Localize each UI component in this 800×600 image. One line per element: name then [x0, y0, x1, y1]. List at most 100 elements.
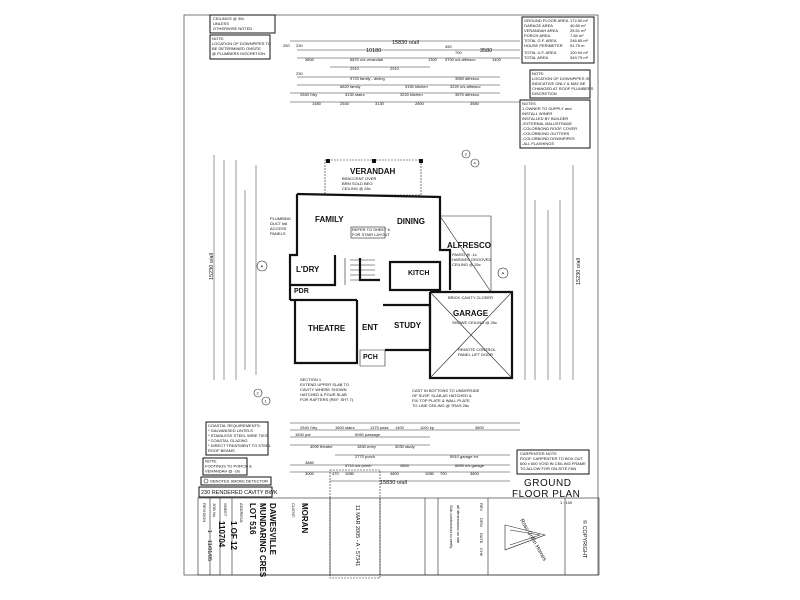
- dim-label: 6690 o/s garage: [455, 463, 485, 468]
- dim-label: 3800: [470, 471, 480, 476]
- job-label: JOB No: [212, 503, 217, 518]
- note-line: CEILINGS @ 30c: [213, 16, 244, 21]
- section-markers: 3 4 2 1 A A: [253, 149, 509, 406]
- text-line: FOR RAFTERS (REF. SHT 7): [300, 397, 354, 402]
- dim-label: 1400: [492, 57, 502, 62]
- dim-label: 3580: [480, 48, 492, 54]
- dim-label: 2540 l'dry: [300, 92, 317, 97]
- plan-note: BRM SOLD BEO: [342, 181, 372, 186]
- room-label-garage: GARAGE: [453, 309, 489, 318]
- text-line: -COLORBOND GUTTERS: [522, 131, 570, 136]
- note-line: BE DETERMINED ONSITE: [212, 46, 261, 51]
- plan-note: REMOTE CONTROL: [458, 347, 497, 352]
- text-line: COASTAL REQUIREMENTS:: [208, 423, 261, 428]
- area-label: PORCH AREA: [524, 33, 551, 38]
- dim-label: 9720 family - dining: [350, 76, 385, 81]
- note-line: OTHERWISE NOTED: [213, 26, 252, 31]
- note-line: FOOTINGS TO PORCH &: [205, 464, 252, 469]
- bottom-dimensions: 2540 l'dry 1800 stairs 1370 pass 1400 11…: [290, 422, 520, 486]
- text-line: CAST IN BOTTONS TO UNDERSIDE: [412, 388, 480, 393]
- dim-label: 5910 garage int: [450, 454, 479, 459]
- revision-label: REVISION: [202, 503, 207, 522]
- section-marker: 2: [257, 391, 260, 396]
- drawing-title: FLOOR PLAN: [512, 489, 580, 500]
- text-line: -ALL FLASHINGS: [522, 141, 554, 146]
- dim-label: 3150 kitchen: [405, 84, 428, 89]
- text-line: ROOF BEAMS: [208, 448, 235, 453]
- plan-note: CEILING @ 28c: [342, 186, 371, 191]
- plan-note: ACCESS: [270, 226, 287, 231]
- text-line: TO LINE CEILING @ TRAS 26c: [412, 403, 469, 408]
- dim-label: 3580: [470, 101, 480, 106]
- dim-label: 1300: [428, 57, 438, 62]
- room-label-porch: PCH: [363, 354, 378, 361]
- cavity-note: 230 RENDERED CAVITY BWK: [198, 486, 278, 498]
- text-line: 1.OWNER TO SUPPLY and: [522, 106, 572, 111]
- text-line: CAVITY WHERE SHOWN: [300, 387, 347, 392]
- text-line: FIX TOP PLATE & WALL PLATE: [412, 398, 470, 403]
- text-line: * COASTAL GLAZING: [208, 438, 248, 443]
- text-line: INSTALL WINER: [522, 111, 552, 116]
- text-line: DISCRETION: [532, 91, 557, 96]
- dim-label: 700: [440, 471, 447, 476]
- text-line: -COLORBOND DOWNPIPES: [522, 136, 575, 141]
- dim-label: 6870 o/s verandah: [350, 57, 383, 62]
- section-marker: 4: [474, 161, 477, 166]
- room-label-kitchen: KITCH: [408, 270, 429, 277]
- area-value: 7.84 m²: [570, 33, 584, 38]
- dim-label: 15830 o/all: [392, 40, 419, 46]
- dim-label: 450: [445, 44, 452, 49]
- room-label-alfresco: ALFRESCO: [447, 241, 491, 250]
- verandah: VERANDAH BRACCENT OVER BRM SOLD BEO CEIL…: [324, 159, 423, 196]
- downpipe-note: NOTE: LOCATION OF DOWNPIPES TO BE DETERM…: [209, 34, 271, 60]
- dim-label: 1080: [425, 471, 435, 476]
- text-line: INDICATIVE ONLY & MAY BE: [532, 81, 586, 86]
- plan-note: HARDIES GROOVED: [452, 257, 491, 262]
- dim-label: 2910: [390, 66, 400, 71]
- area-value: 349.79 m²: [570, 55, 589, 60]
- plan-note: FOR STAIR LAYOUT: [352, 232, 390, 237]
- text-line: INSTALLED BY BUILDER: [522, 116, 568, 121]
- dim-label: 2540: [340, 101, 350, 106]
- dim-label: 3880: [305, 460, 315, 465]
- dim-label: 1830 entry: [357, 444, 376, 449]
- dim-label: 15230 o/all: [576, 258, 582, 285]
- plan-note: PAVED @ -1c: [452, 252, 477, 257]
- area-value: 100.94 m²: [570, 50, 589, 55]
- drawing-title: GROUND: [524, 478, 571, 489]
- text-line: LOCATION OF DOWNPIPES IS: [532, 76, 590, 81]
- dim-label: 2540 l'dry: [300, 425, 317, 430]
- note-line: @ PLUMBERS DISCRETION: [212, 51, 265, 56]
- dim-label: 1830 pdr: [295, 432, 311, 437]
- dim-label: 3220 kitchen: [400, 92, 423, 97]
- area-label: VERANDAH AREA: [524, 28, 558, 33]
- room-label: VERANDAH: [350, 167, 396, 176]
- area-label: TOTAL U.F. AREA: [524, 50, 557, 55]
- dim-label: 3130: [375, 101, 385, 106]
- area-label: HOUSE PERIMETER: [524, 43, 563, 48]
- dim-label: 250: [283, 43, 290, 48]
- dim-label: 1080: [345, 471, 355, 476]
- area-value: 51.75 m: [570, 43, 585, 48]
- rev-header: DRN: [479, 518, 484, 527]
- revision-date: 11/01/05: [206, 540, 212, 561]
- plan-note: BRACCENT OVER: [342, 176, 376, 181]
- room-label-dining: DINING: [397, 217, 425, 226]
- area-label: GROUND FLOOR AREA: [524, 18, 569, 23]
- text-line: * GALVANISED LINTELS: [208, 428, 253, 433]
- dim-label: 15830 o/all: [380, 480, 407, 486]
- room-label-family: FAMILY: [315, 215, 344, 224]
- text-line: -EXTERNAL BALUSTRADE: [522, 121, 572, 126]
- note-line: LOCATION OF DOWNPIPES TO: [212, 41, 271, 46]
- note-line: NOTE:: [205, 459, 217, 464]
- company-logo: [504, 524, 547, 551]
- dim-label: 1370 pass: [370, 425, 388, 430]
- area-value: 40.80 m²: [570, 23, 586, 28]
- sheet-label: SHEET: [223, 503, 228, 517]
- room-label-study: STUDY: [394, 321, 422, 330]
- text-line: NOTES: [522, 101, 536, 106]
- dim-label: 2910: [350, 66, 360, 71]
